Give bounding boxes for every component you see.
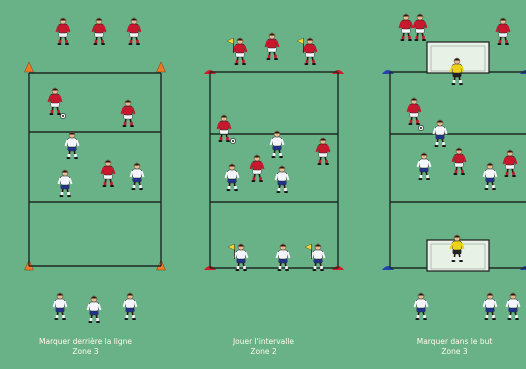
player-red-p1-top-2 <box>93 18 106 45</box>
player-white-p2-1 <box>271 131 284 158</box>
player-white-p3-bottom-3 <box>507 293 520 320</box>
caption-panel-1-zone: Zone 3 <box>0 347 173 357</box>
player-red-p2-top-2 <box>266 33 279 60</box>
player-red-p3-1 <box>408 98 421 125</box>
ball-p2 <box>230 138 235 143</box>
caption-panel-3-title: Marquer dans le but <box>367 337 526 347</box>
caption-panel-2-zone: Zone 2 <box>176 347 351 357</box>
caption-panel-3: Marquer dans le but Zone 3 <box>367 337 526 357</box>
player-white-p1-bottom-2 <box>88 296 101 323</box>
player-white-p1-bottom-1 <box>54 293 67 320</box>
cone-p1-tl <box>25 62 34 72</box>
player-red-p2-top-1 <box>227 38 247 65</box>
cone-p1-tr <box>157 62 166 72</box>
player-white-p1-2 <box>59 170 72 197</box>
player-red-p1-top-3 <box>128 18 141 45</box>
player-white-p2-bottom-3 <box>305 244 325 271</box>
player-white-p3-1 <box>434 120 447 147</box>
player-red-p2-2 <box>317 138 330 165</box>
player-red-p3-top-2 <box>414 14 427 41</box>
caption-panel-1: Marquer derrière la ligne Zone 3 <box>0 337 173 357</box>
player-red-p1-top-1 <box>57 18 70 45</box>
caption-panel-2-title: Jouer l'intervalle <box>176 337 351 347</box>
caption-panel-2: Jouer l'intervalle Zone 2 <box>176 337 351 357</box>
player-red-p3-3 <box>504 150 517 177</box>
caption-panel-1-title: Marquer derrière la ligne <box>0 337 173 347</box>
player-red-p1-2 <box>122 100 135 127</box>
caption-panel-3-zone: Zone 3 <box>367 347 526 357</box>
player-red-p2-top-3 <box>297 38 317 65</box>
player-red-p3-2 <box>453 148 466 175</box>
player-white-p2-3 <box>276 166 289 193</box>
player-red-p3-top-1 <box>400 14 413 41</box>
player-white-p2-bottom-1 <box>228 244 248 271</box>
player-white-p1-1 <box>66 132 79 159</box>
player-white-p1-3 <box>131 163 144 190</box>
player-white-p2-bottom-2 <box>277 244 290 271</box>
player-white-p3-3 <box>484 163 497 190</box>
ball-p1 <box>60 113 65 118</box>
player-white-p1-bottom-3 <box>124 293 137 320</box>
player-red-p2-1 <box>218 115 231 142</box>
player-white-p2-2 <box>226 164 239 191</box>
player-red-p1-1 <box>49 88 62 115</box>
player-white-p3-bottom-1 <box>415 293 428 320</box>
player-white-p3-bottom-2 <box>484 293 497 320</box>
player-red-p1-3 <box>102 160 115 187</box>
player-red-p2-3 <box>251 155 264 182</box>
ball-p3 <box>418 125 423 130</box>
player-white-p3-2 <box>418 153 431 180</box>
player-red-p3-top-3 <box>497 18 510 45</box>
